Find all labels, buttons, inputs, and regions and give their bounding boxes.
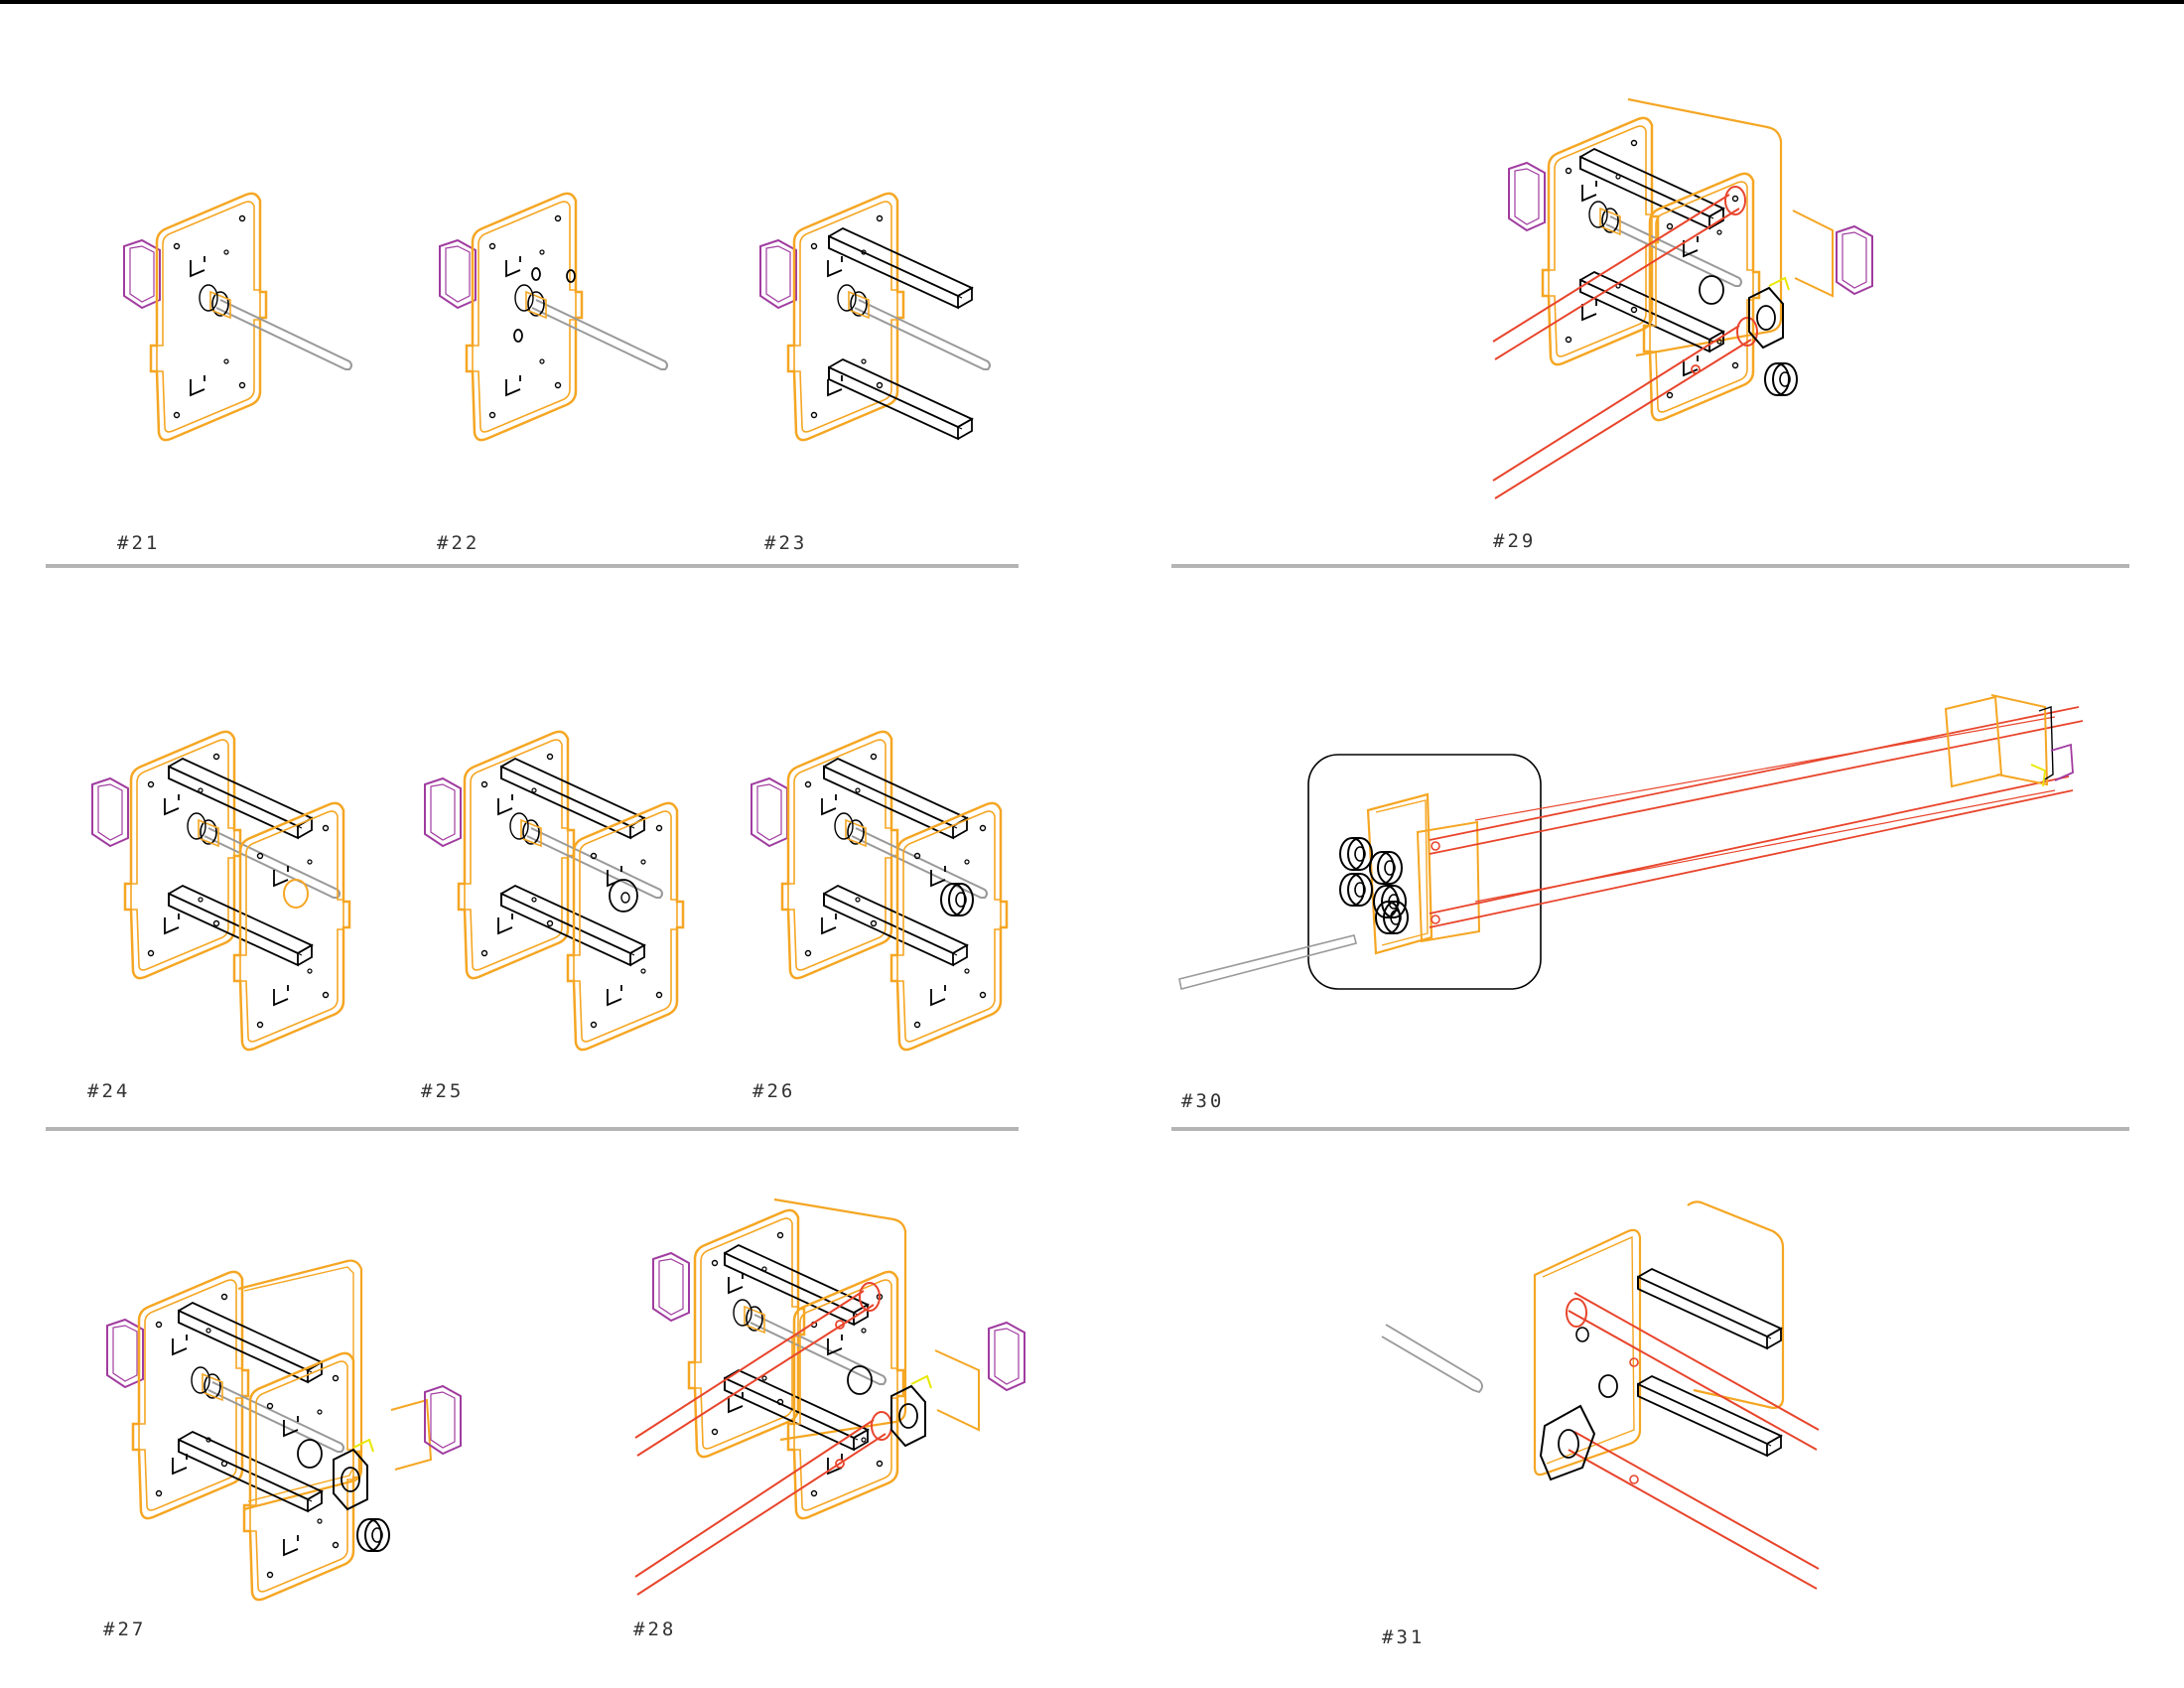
separator-row1-right bbox=[1171, 564, 2129, 568]
step-label-21: #21 bbox=[117, 532, 161, 554]
separator-row2-right bbox=[1171, 1127, 2129, 1131]
step-31-figure bbox=[1381, 1200, 1820, 1590]
step-25-figure bbox=[424, 730, 685, 1052]
step-label-23: #23 bbox=[764, 532, 808, 554]
step-label-26: #26 bbox=[752, 1080, 796, 1102]
step-22-figure bbox=[439, 192, 668, 442]
step-label-24: #24 bbox=[87, 1080, 131, 1102]
step-27-figure bbox=[106, 1259, 462, 1602]
step-24-figure bbox=[91, 730, 351, 1052]
step-26-figure bbox=[751, 730, 1009, 1052]
step-28-figure bbox=[634, 1197, 1025, 1596]
step-label-27: #27 bbox=[103, 1618, 147, 1640]
step-label-28: #28 bbox=[633, 1618, 677, 1640]
step-label-22: #22 bbox=[437, 532, 480, 554]
top-border bbox=[0, 0, 2184, 4]
step-label-30: #30 bbox=[1181, 1090, 1225, 1112]
step-23-figure bbox=[759, 192, 991, 442]
step-label-25: #25 bbox=[421, 1080, 465, 1102]
step-21-figure bbox=[123, 192, 352, 442]
step-label-29: #29 bbox=[1493, 530, 1537, 552]
step-label-31: #31 bbox=[1382, 1626, 1426, 1648]
separator-row2-left bbox=[46, 1127, 1019, 1131]
step-29-figure bbox=[1492, 97, 1873, 499]
separator-row1-left bbox=[46, 564, 1019, 568]
detail-callout-box bbox=[1307, 754, 1542, 990]
step-30-figure bbox=[1178, 694, 2084, 990]
